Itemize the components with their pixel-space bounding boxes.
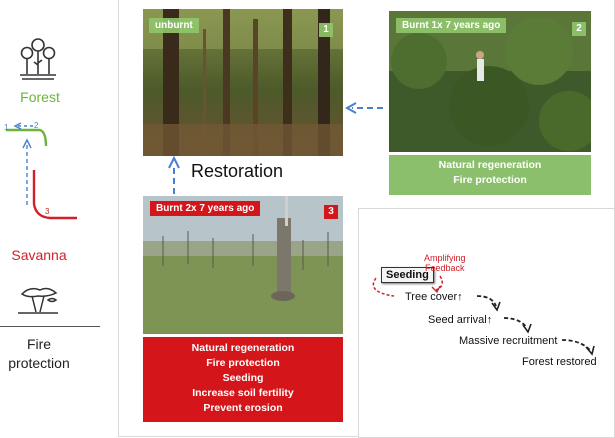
red-box-line-1: Natural regeneration bbox=[191, 342, 295, 354]
unburnt-tag: unburnt bbox=[149, 18, 199, 33]
green-treatment-box: Natural regeneration Fire protection bbox=[389, 155, 591, 195]
amplifying-line-2: Feedback bbox=[424, 263, 465, 273]
amplifying-line-1: Amplifying bbox=[424, 253, 466, 263]
green-box-line-2: Fire protection bbox=[453, 174, 527, 186]
amplifying-feedback-label: Amplifying Feedback bbox=[424, 253, 466, 273]
burnt-once-tag: Burnt 1x 7 years ago bbox=[396, 18, 507, 33]
burnt-twice-photo: Burnt 2x 7 years ago 3 bbox=[143, 196, 343, 334]
red-box-line-2: Fire protection bbox=[206, 357, 280, 369]
forest-restored-node: Forest restored bbox=[522, 356, 597, 368]
fire-protection-line-2: protection bbox=[8, 355, 70, 371]
seed-arrival-node: Seed arrival↑ bbox=[428, 314, 493, 326]
state-transition-diagram: 1 2 3 bbox=[4, 121, 77, 220]
savanna-label: Savanna bbox=[11, 247, 67, 263]
red-box-line-3: Seeding bbox=[222, 372, 264, 384]
red-box-line-4: Increase soil fertility bbox=[192, 387, 294, 399]
burnt-twice-tag: Burnt 2x 7 years ago bbox=[150, 201, 261, 216]
restoration-title: Restoration bbox=[191, 161, 284, 181]
tree-cover-node: Tree cover↑ bbox=[405, 291, 463, 303]
photo-number-1: 1 bbox=[319, 23, 333, 37]
photo-number-2: 2 bbox=[572, 22, 586, 36]
green-box-line-1: Natural regeneration bbox=[438, 159, 542, 171]
fire-protection-line-1: Fire bbox=[26, 336, 52, 352]
burnt-once-photo: Burnt 1x 7 years ago 2 bbox=[389, 11, 591, 152]
seeding-node: Seeding bbox=[381, 267, 434, 283]
divider-line bbox=[0, 326, 100, 327]
photo-number-3: 3 bbox=[324, 205, 338, 219]
fire-protection-label: Fire protection bbox=[0, 335, 78, 373]
savanna-tree-icon bbox=[18, 287, 58, 314]
unburnt-forest-photo: unburnt 1 bbox=[143, 9, 343, 156]
forest-label: Forest bbox=[20, 89, 60, 105]
red-treatment-box: Natural regeneration Fire protection See… bbox=[143, 337, 343, 422]
tree-cluster-icon bbox=[20, 38, 56, 80]
mini-chart-label-1: 1 bbox=[4, 123, 9, 132]
massive-recruitment-node: Massive recruitment bbox=[459, 335, 558, 347]
red-box-line-5: Prevent erosion bbox=[203, 402, 283, 414]
mini-chart-label-3: 3 bbox=[45, 207, 50, 216]
mini-chart-label-2: 2 bbox=[34, 121, 39, 130]
